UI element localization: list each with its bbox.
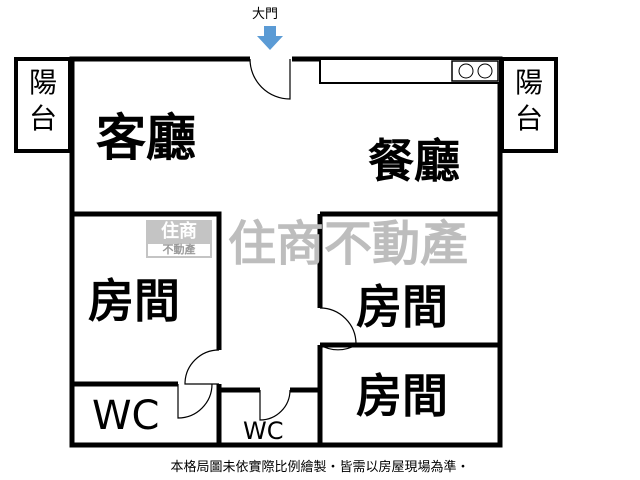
watermark-text: 住商不動產 [228,216,469,272]
stove [451,60,499,82]
door-bedroom-right-top [319,307,357,345]
bedroom-right-walls [317,211,500,445]
room-wc-left: WC [92,393,160,439]
logo-top: 住商 [161,221,197,242]
balcony-left-wall [14,57,72,153]
burner-icon [458,63,474,79]
balcony-left: 陽台 [29,66,58,135]
bedroom-left-wall [72,211,222,445]
logo-bottom: 不動產 [148,243,210,256]
room-bedroom-left: 房間 [88,274,180,328]
room-living: 客廳 [96,109,196,167]
entrance-arrow-icon [257,26,283,50]
room-dining: 餐廳 [368,134,460,188]
door-bedroom-right-bottom [319,344,357,351]
watermark-logo: 住商 不動產 [146,220,212,258]
door-wc-left [177,383,213,419]
balcony-right-wall [500,57,558,153]
balcony-right: 陽台 [515,66,544,135]
room-wc-middle: WC [243,417,284,445]
disclaimer-footer: 本格局圖未依實際比例繪製・皆需以房屋現場為準・ [170,460,470,475]
door-wc-middle [259,389,291,421]
entrance-label: 大門 [252,7,279,22]
room-bedroom-right-bottom: 房間 [356,369,448,423]
door-bedroom-left [184,349,220,385]
burner-icon [477,63,493,79]
entrance-door [249,58,291,100]
room-bedroom-right-top: 房間 [356,280,448,334]
